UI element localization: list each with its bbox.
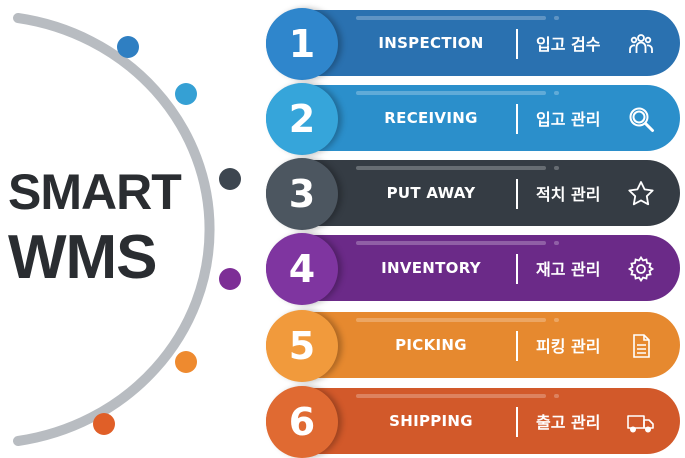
pill-highlight (356, 166, 546, 170)
step-number: 3 (288, 172, 316, 216)
step-number: 4 (288, 247, 316, 291)
step-number-badge: 5 (266, 310, 338, 382)
step-divider (516, 331, 518, 361)
people-icon (626, 29, 656, 59)
step-5: 5 PICKING 피킹 관리 (266, 310, 680, 382)
arc-dot-6 (93, 413, 115, 435)
step-label-ko: 적치 관리 (536, 185, 601, 204)
title-smart: SMART (8, 164, 182, 220)
pill-highlight (356, 91, 546, 95)
step-label-ko: 입고 관리 (536, 110, 601, 129)
step-label-en: RECEIVING (384, 109, 478, 127)
step-number: 2 (288, 97, 316, 141)
star-icon (626, 179, 656, 209)
step-number-badge: 2 (266, 83, 338, 155)
gear-icon (626, 254, 656, 284)
arc-dot-4 (219, 268, 241, 290)
arc-dot-3 (219, 168, 241, 190)
pill-highlight-dot (554, 16, 559, 20)
step-label-ko: 출고 관리 (536, 413, 601, 432)
step-number: 5 (288, 324, 316, 368)
step-divider (516, 29, 518, 59)
arc-dot-5 (175, 351, 197, 373)
step-number-badge: 3 (266, 158, 338, 230)
truck-icon (626, 407, 656, 437)
step-label-en: INSPECTION (378, 34, 484, 52)
arc-line (13, 13, 215, 446)
pill-highlight (356, 394, 546, 398)
step-label-ko: 피킹 관리 (536, 337, 601, 356)
pill-highlight (356, 318, 546, 322)
step-label-en: PICKING (395, 336, 467, 354)
search-icon (626, 104, 656, 134)
pill-highlight-dot (554, 91, 559, 95)
step-label-ko: 재고 관리 (536, 260, 601, 279)
pill-highlight (356, 241, 546, 245)
step-divider (516, 179, 518, 209)
arc-dot-2 (175, 83, 197, 105)
step-label-en: INVENTORY (381, 259, 481, 277)
step-3: 3 PUT AWAY 적치 관리 (266, 158, 680, 230)
step-divider (516, 407, 518, 437)
step-number-badge: 6 (266, 386, 338, 458)
step-number: 1 (288, 22, 316, 66)
step-label-ko: 입고 검수 (536, 35, 601, 54)
pill-highlight-dot (554, 394, 559, 398)
step-2: 2 RECEIVING 입고 관리 (266, 83, 680, 155)
title-wms: WMS (8, 223, 158, 292)
pill-highlight-dot (554, 241, 559, 245)
step-divider (516, 104, 518, 134)
arc-dot-1 (117, 36, 139, 58)
step-number: 6 (288, 400, 316, 444)
document-icon (626, 331, 656, 361)
pill-highlight-dot (554, 166, 559, 170)
step-label-en: SHIPPING (389, 412, 473, 430)
step-number-badge: 4 (266, 233, 338, 305)
step-number-badge: 1 (266, 8, 338, 80)
step-4: 4 INVENTORY 재고 관리 (266, 233, 680, 305)
step-label-en: PUT AWAY (386, 184, 476, 202)
step-6: 6 SHIPPING 출고 관리 (266, 386, 680, 458)
step-divider (516, 254, 518, 284)
pill-highlight-dot (554, 318, 559, 322)
pill-highlight (356, 16, 546, 20)
step-1: 1 INSPECTION 입고 검수 (266, 8, 680, 80)
